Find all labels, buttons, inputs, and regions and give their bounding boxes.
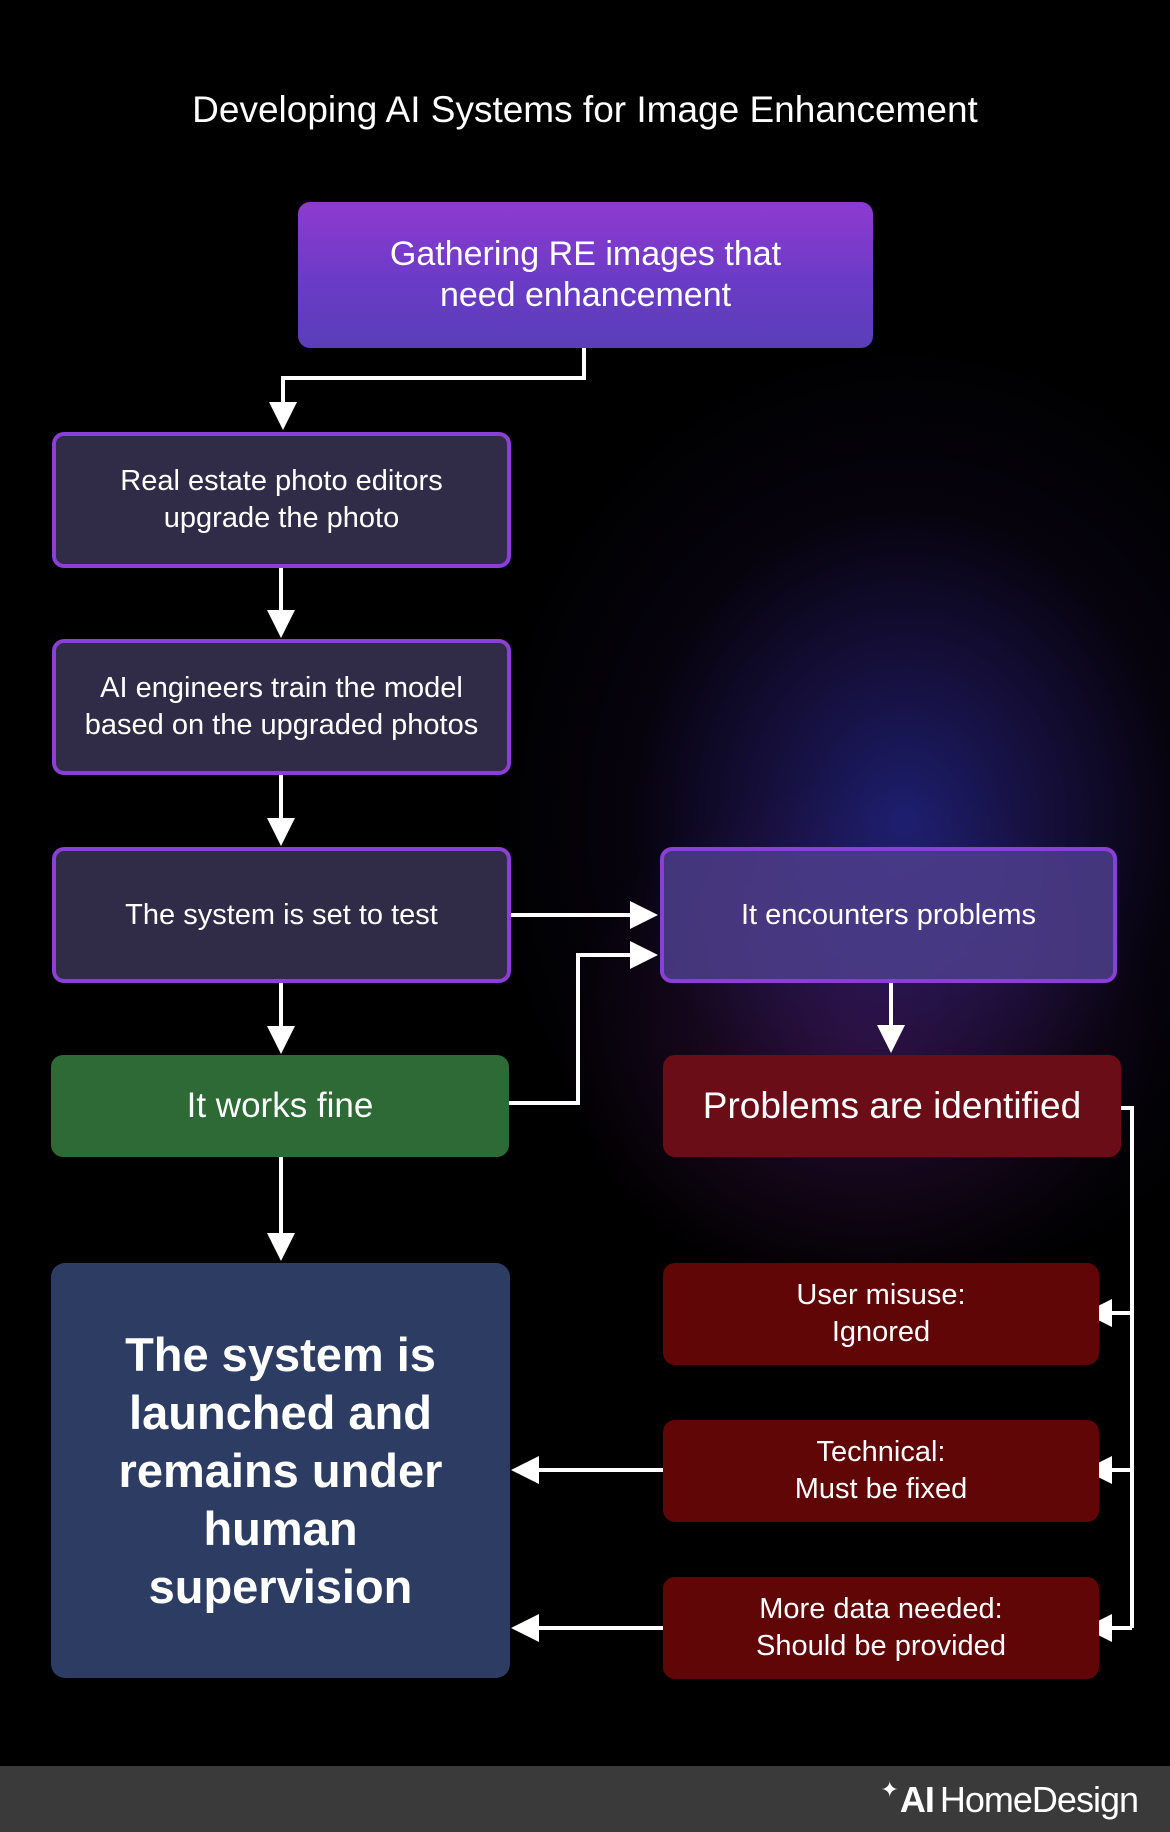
edge-identified-bracket	[1120, 1106, 1134, 1628]
node-moredata-line2: Should be provided	[756, 1630, 1006, 1662]
edge-gather-editors	[269, 348, 586, 430]
node-misuse-line1: User misuse:	[796, 1279, 966, 1311]
logo-ai: AI	[899, 1779, 935, 1820]
node-moredata-line1: More data needed:	[759, 1593, 1003, 1625]
logo-text: HomeDesign	[939, 1779, 1139, 1820]
node-problems-label: It encounters problems	[741, 898, 1036, 931]
node-test-label: The system is set to test	[125, 898, 438, 931]
footer-bar: ✦ AI HomeDesign	[0, 1766, 1170, 1832]
node-test: The system is set to test	[52, 847, 511, 983]
node-engineers: AI engineers train the model based on th…	[52, 639, 511, 775]
node-misuse-line2: Ignored	[831, 1316, 931, 1348]
node-editors: Real estate photo editors upgrade the ph…	[52, 432, 511, 568]
node-launched-label: The system is launched and remains under…	[118, 1327, 443, 1613]
node-works-label: It works fine	[186, 1086, 374, 1125]
node-identified: Problems are identified	[663, 1055, 1121, 1157]
node-editors-label: Real estate photo editors upgrade the ph…	[120, 465, 443, 534]
node-launched: The system is launched and remains under…	[51, 1263, 510, 1678]
node-misuse: User misuse: Ignored	[663, 1263, 1099, 1365]
node-technical: Technical: Must be fixed	[663, 1420, 1099, 1522]
connector-layer	[267, 348, 1134, 1642]
sparkle-icon: ✦	[880, 1777, 898, 1802]
node-technical-line2: Must be fixed	[794, 1473, 968, 1505]
node-engineers-label: AI engineers train the model based on th…	[84, 672, 479, 741]
node-identified-label: Problems are identified	[702, 1085, 1082, 1126]
node-problems: It encounters problems	[660, 847, 1117, 983]
node-works: It works fine	[51, 1055, 509, 1157]
node-moredata: More data needed: Should be provided	[663, 1577, 1099, 1679]
node-gather-label: Gathering RE images that need enhancemen…	[389, 235, 782, 314]
node-gather: Gathering RE images that need enhancemen…	[298, 202, 873, 348]
diagram-title: Developing AI Systems for Image Enhancem…	[192, 89, 978, 130]
brand-logo: ✦ AI HomeDesign	[880, 1777, 1139, 1822]
edge-works-problems	[508, 941, 658, 1105]
node-technical-line1: Technical:	[816, 1436, 946, 1468]
